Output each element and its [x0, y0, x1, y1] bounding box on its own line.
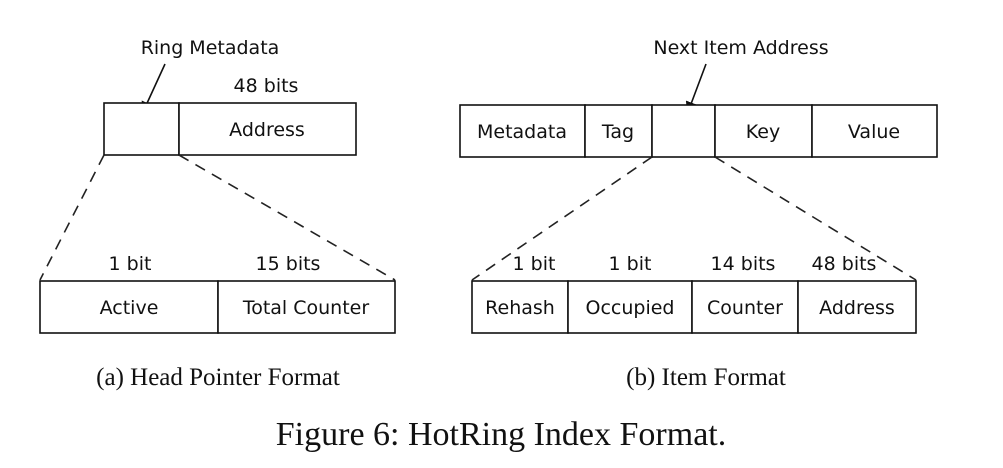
key-field: [714, 104, 813, 158]
item-expand-line-left: [471, 156, 653, 281]
next-item-address-arrow: [685, 63, 707, 114]
next-item-address-field: [651, 104, 716, 158]
item-format-diagram: Next Item Address Metadata Tag Key Value…: [459, 37, 938, 391]
value-field: [811, 104, 938, 158]
ring-metadata-field: [103, 102, 180, 156]
head-pointer-diagram: Ring Metadata 48 bits Address 1 bit 15 b…: [39, 37, 396, 391]
total-counter-field-label: Total Counter: [242, 297, 370, 319]
counter-size-label: 14 bits: [711, 253, 776, 275]
address-field: [178, 102, 357, 156]
figure-caption: Figure 6: HotRing Index Format.: [276, 416, 726, 453]
occupied-size-label: 1 bit: [609, 253, 652, 275]
tag-field: [584, 104, 653, 158]
active-size-label: 1 bit: [109, 253, 152, 275]
counter-field-label: Counter: [707, 297, 783, 319]
expand-line-left: [39, 154, 105, 281]
active-field-label: Active: [100, 297, 159, 319]
next-item-address-label: Next Item Address: [653, 37, 828, 59]
address-field-label: Address: [229, 119, 305, 141]
rehash-field-label: Rehash: [485, 297, 555, 319]
metadata-field-label: Metadata: [477, 121, 567, 143]
item-address-field-label: Address: [819, 297, 895, 319]
item-address-field: [797, 280, 917, 334]
head-pointer-caption: (a) Head Pointer Format: [96, 364, 340, 391]
occupied-field-label: Occupied: [586, 297, 675, 319]
total-counter-field: [217, 280, 396, 334]
occupied-field: [567, 280, 693, 334]
tag-field-label: Tag: [601, 121, 634, 143]
item-format-caption: (b) Item Format: [626, 364, 786, 391]
metadata-field: [459, 104, 586, 158]
value-field-label: Value: [848, 121, 900, 143]
active-field: [39, 280, 219, 334]
total-counter-size-label: 15 bits: [256, 253, 321, 275]
expand-line-right: [178, 154, 396, 281]
key-field-label: Key: [746, 121, 780, 143]
item-expand-line-right: [714, 156, 917, 281]
ring-metadata-label: Ring Metadata: [141, 37, 280, 59]
head-pointer-size-label: 48 bits: [234, 75, 299, 97]
address-size-label: 48 bits: [812, 253, 877, 275]
rehash-size-label: 1 bit: [513, 253, 556, 275]
counter-field: [691, 280, 799, 334]
